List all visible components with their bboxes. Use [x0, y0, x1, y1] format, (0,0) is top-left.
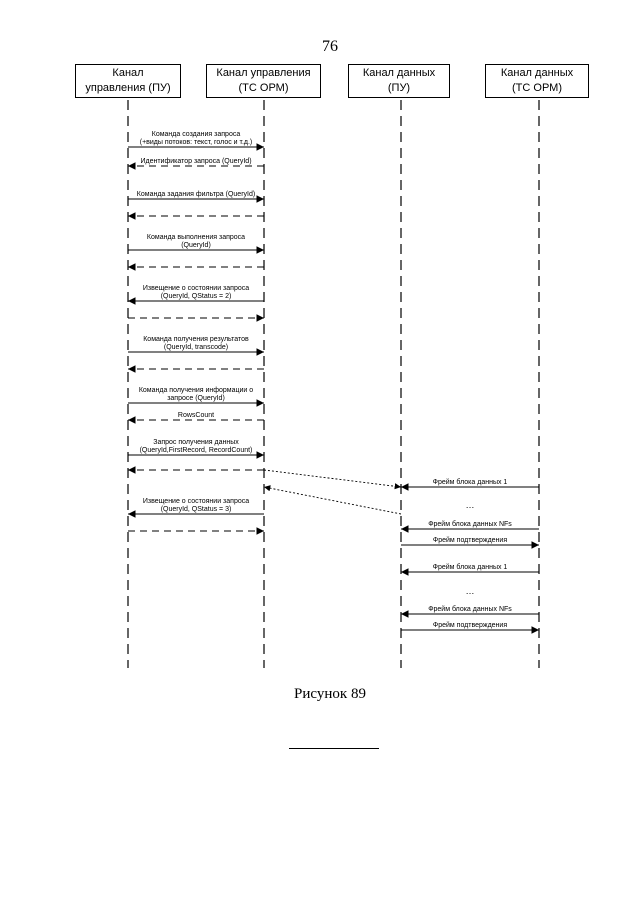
message: Фрейм блока данных 1: [401, 563, 539, 576]
message-label: (QueryId,FirstRecord, RecordCount): [140, 447, 253, 454]
message: Команда задания фильтра (QueryId): [128, 191, 264, 203]
actor-label-line: Канал управления: [216, 67, 311, 79]
link-arrow: [263, 469, 402, 490]
message: Команда выполнения запроса(QueryId): [128, 234, 264, 254]
message: RowsCount: [127, 412, 264, 424]
actor-data-channel-ts: Канал данных (ТС ОРМ): [485, 64, 589, 98]
message-label: (QueryId, QStatus = 3): [161, 506, 232, 513]
message-label: запросе (QueryId): [167, 395, 225, 402]
message-label: Извещение о состоянии запроса: [143, 285, 249, 292]
message: Фрейм блока данных NFs: [401, 520, 539, 533]
message-label: Фрейм блока данных 1: [433, 563, 508, 571]
message-label: Команда получения результатов: [143, 336, 249, 343]
message: Идентификатор запроса (QueryId): [127, 158, 264, 170]
figure-caption: Рисунок 89: [294, 686, 366, 702]
message-label: Идентификатор запроса (QueryId): [140, 158, 251, 165]
message: Фрейм блока данных NFs: [401, 605, 539, 618]
actor-label-line: управления (ПУ): [85, 82, 171, 94]
message-label: Фрейм блока данных NFs: [428, 520, 512, 528]
message: Фрейм подтверждения: [401, 536, 539, 549]
message-label: RowsCount: [178, 412, 214, 419]
actor-control-channel-pu: Канал управления (ПУ): [75, 64, 181, 98]
message-label: (+виды потоков: текст, голос и т.д.): [140, 139, 253, 146]
actor-data-channel-pu: Канал данных (ПУ): [348, 64, 450, 98]
message-label: Команда создания запроса: [152, 131, 241, 138]
link-arrow: [263, 485, 402, 515]
actor-control-channel-ts: Канал управления (ТС ОРМ): [206, 64, 321, 98]
message: Команда создания запроса(+виды потоков: …: [128, 131, 264, 151]
message: Извещение о состоянии запроса(QueryId, Q…: [127, 285, 264, 305]
message: Фрейм подтверждения: [401, 621, 539, 634]
actor-label-line: (ТС ОРМ): [238, 82, 289, 94]
message-label: Извещение о состоянии запроса: [143, 498, 249, 505]
actor-label-line: Канал данных: [362, 67, 436, 79]
actor-label-line: Канал: [112, 67, 144, 79]
message-label: (QueryId): [181, 242, 211, 249]
actor-label-line: (ПУ): [387, 82, 411, 94]
page-number: 76: [322, 38, 338, 55]
message-label: Фрейм блока данных NFs: [428, 605, 512, 613]
message-label: Фрейм подтверждения: [433, 621, 507, 629]
message-label: Запрос получения данных: [153, 439, 239, 446]
message-label: (QueryId, QStatus = 2): [161, 293, 232, 300]
message: Фрейм блока данных 1: [401, 478, 539, 491]
message-label: Команда получения информации о: [139, 387, 253, 394]
ellipsis-marker: …: [466, 586, 475, 596]
message-label: Команда задания фильтра (QueryId): [137, 191, 255, 198]
message-label: Фрейм блока данных 1: [433, 478, 508, 486]
message-label: (QueryId, transcode): [164, 344, 228, 351]
message: Команда получения результатов(QueryId, t…: [128, 336, 264, 356]
end-divider: [289, 748, 379, 749]
ellipsis-marker: …: [466, 500, 475, 510]
message: Извещение о состоянии запроса(QueryId, Q…: [127, 498, 264, 518]
message-label: Команда выполнения запроса: [147, 234, 245, 241]
message: Запрос получения данных(QueryId,FirstRec…: [128, 439, 264, 459]
actor-label-line: (ТС ОРМ): [512, 82, 562, 94]
message-label: Фрейм подтверждения: [433, 536, 507, 544]
actor-label-line: Канал данных: [500, 67, 574, 79]
